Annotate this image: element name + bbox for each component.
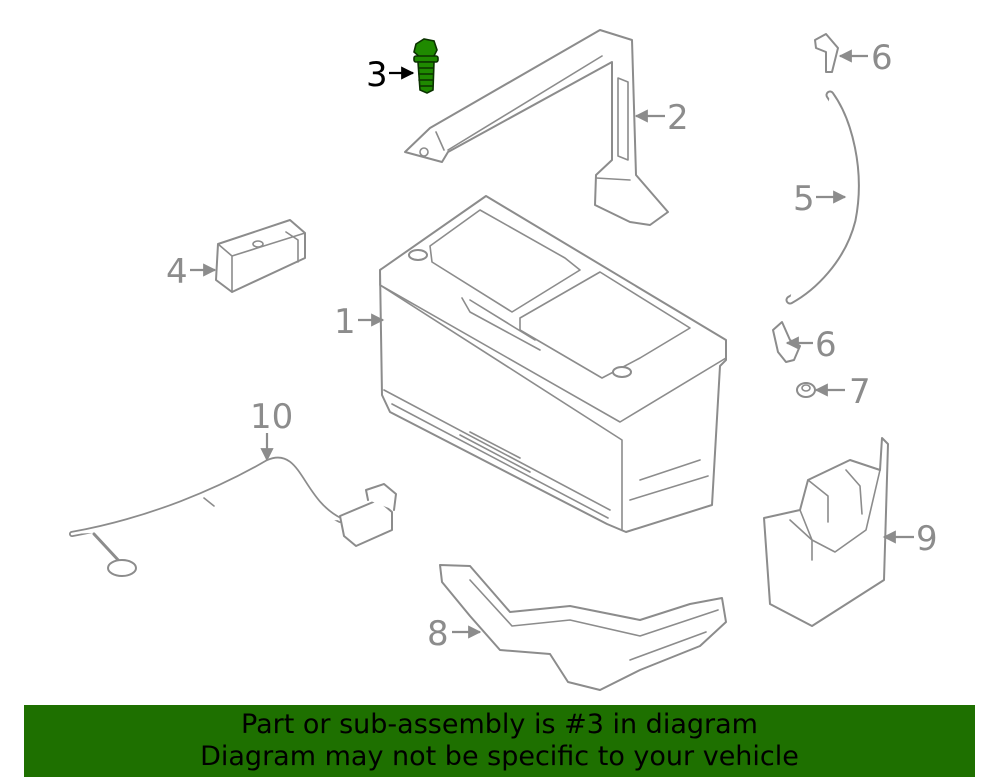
- callout-1: 1: [334, 302, 356, 342]
- callout-8: 8: [427, 614, 449, 654]
- battery-tray-part-8[interactable]: [439, 564, 727, 691]
- grommet-part-7[interactable]: [796, 382, 816, 398]
- callout-7: 7: [849, 372, 871, 412]
- elbow-fitting-part-6-top[interactable]: [814, 33, 839, 73]
- fuse-box-part-4[interactable]: [215, 219, 306, 293]
- callout-2: 2: [667, 98, 689, 138]
- cable-part-10[interactable]: [69, 456, 397, 577]
- banner-line-1: Part or sub-assembly is #3 in diagram: [241, 709, 758, 740]
- banner-line-2: Diagram may not be specific to your vehi…: [200, 741, 799, 772]
- callout-10: 10: [250, 397, 293, 437]
- callout-5: 5: [793, 179, 815, 219]
- info-banner: Part or sub-assembly is #3 in diagram Di…: [24, 705, 975, 777]
- battery-part-1[interactable]: [379, 195, 727, 533]
- hold-down-bracket[interactable]: [404, 29, 669, 226]
- bolt-part-3[interactable]: [413, 38, 439, 94]
- callout-4: 4: [166, 252, 188, 292]
- callout-3: 3: [366, 55, 388, 95]
- callout-9: 9: [916, 519, 938, 559]
- parts-diagram: 1 2 3 4 5 6 6 7 8 9 10: [69, 29, 938, 691]
- terminal-cover-part-9[interactable]: [763, 437, 889, 627]
- callout-6-bottom: 6: [815, 325, 837, 365]
- callout-6-top: 6: [871, 38, 893, 78]
